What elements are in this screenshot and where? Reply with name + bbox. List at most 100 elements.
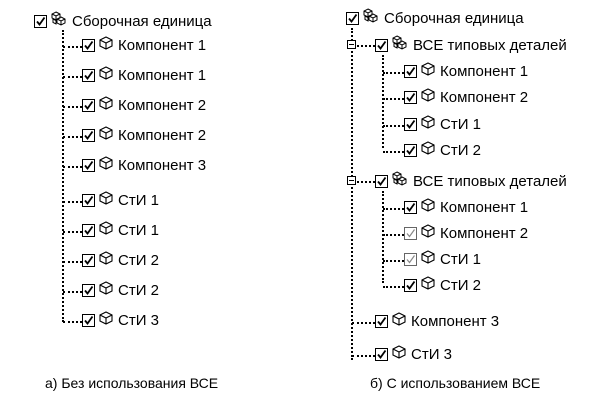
tree-line	[383, 125, 404, 127]
part-cube-icon	[99, 155, 113, 175]
part-node[interactable]: Компонент 3	[82, 155, 206, 175]
node-label: Компонент 1	[118, 36, 207, 54]
tree-line	[382, 55, 384, 148]
node-label: Сборочная единица	[384, 9, 524, 27]
tree-line	[383, 98, 404, 100]
assembly-cubes-icon	[363, 7, 379, 29]
checkbox[interactable]	[82, 283, 95, 297]
checkbox[interactable]	[375, 38, 388, 52]
assembly-node[interactable]: Сборочная единица	[346, 7, 524, 29]
assembly-cubes-icon	[392, 34, 408, 56]
node-label: СтИ 2	[440, 141, 481, 159]
checkbox[interactable]	[82, 158, 95, 172]
part-cube-icon	[99, 35, 113, 55]
part-node[interactable]: Компонент 2	[404, 223, 528, 243]
part-node[interactable]: СтИ 2	[404, 140, 481, 160]
part-cube-icon	[99, 190, 113, 210]
node-label: СтИ 1	[118, 191, 159, 209]
part-node[interactable]: Компонент 1	[82, 35, 206, 55]
assembly-node[interactable]: ВСЕ типовых деталей	[375, 34, 567, 56]
checkbox[interactable]	[404, 226, 417, 240]
node-label: СтИ 1	[440, 115, 481, 133]
assembly-node[interactable]: Сборочная единица	[34, 10, 212, 32]
part-cube-icon	[99, 95, 113, 115]
checkbox[interactable]	[404, 64, 417, 78]
checkbox[interactable]	[346, 11, 359, 25]
checkbox[interactable]	[82, 68, 95, 82]
part-node[interactable]: СтИ 1	[82, 190, 159, 210]
part-cube-icon	[421, 114, 435, 134]
node-label: СтИ 3	[118, 311, 159, 329]
checkbox[interactable]	[82, 253, 95, 267]
part-cube-icon	[421, 87, 435, 107]
checkbox[interactable]	[82, 128, 95, 142]
part-node[interactable]: СтИ 2	[404, 275, 481, 295]
tree-line	[63, 76, 82, 78]
checkbox[interactable]	[82, 38, 95, 52]
tree-line	[63, 291, 82, 293]
node-label: СтИ 1	[118, 221, 159, 239]
tree-line	[352, 355, 375, 357]
part-node[interactable]: Компонент 2	[82, 125, 206, 145]
node-label: СтИ 2	[440, 276, 481, 294]
part-node[interactable]: СтИ 1	[82, 220, 159, 240]
tree-line	[383, 208, 404, 210]
part-node[interactable]: СтИ 2	[82, 250, 159, 270]
part-node[interactable]: Компонент 1	[404, 197, 528, 217]
tree-line	[351, 28, 353, 360]
node-label: Компонент 1	[440, 62, 529, 80]
part-node[interactable]: СтИ 1	[404, 114, 481, 134]
node-label: Компонент 1	[118, 66, 207, 84]
checkbox[interactable]	[375, 174, 388, 188]
checkbox[interactable]	[404, 143, 417, 157]
tree-line	[382, 191, 384, 283]
node-label: ВСЕ типовых деталей	[413, 172, 567, 190]
part-cube-icon	[392, 344, 406, 364]
collapse-minus-icon[interactable]	[347, 176, 356, 185]
tree-line	[62, 30, 64, 322]
part-node[interactable]: СтИ 1	[404, 249, 481, 269]
part-node[interactable]: СтИ 3	[82, 310, 159, 330]
caption-right: б) С использованием ВСЕ	[370, 375, 541, 391]
tree-line	[357, 181, 375, 183]
checkbox[interactable]	[82, 98, 95, 112]
part-node[interactable]: Компонент 2	[82, 95, 206, 115]
checkbox[interactable]	[404, 90, 417, 104]
checkbox[interactable]	[375, 347, 388, 361]
checkbox[interactable]	[82, 313, 95, 327]
part-node[interactable]: Компонент 2	[404, 87, 528, 107]
tree-line	[383, 72, 404, 74]
node-label: СтИ 2	[118, 281, 159, 299]
part-cube-icon	[99, 65, 113, 85]
checkbox[interactable]	[34, 14, 47, 28]
tree-line	[63, 106, 82, 108]
node-label: СтИ 2	[118, 251, 159, 269]
part-node[interactable]: Компонент 1	[82, 65, 206, 85]
part-node[interactable]: СтИ 2	[82, 280, 159, 300]
node-label: ВСЕ типовых деталей	[413, 36, 567, 54]
checkbox[interactable]	[404, 200, 417, 214]
part-node[interactable]: Компонент 1	[404, 61, 528, 81]
checkbox[interactable]	[404, 117, 417, 131]
collapse-minus-icon[interactable]	[347, 40, 356, 49]
tree-line	[63, 136, 82, 138]
assembly-cubes-icon	[51, 10, 67, 32]
part-node[interactable]: СтИ 3	[375, 344, 452, 364]
part-cube-icon	[421, 223, 435, 243]
part-cube-icon	[421, 275, 435, 295]
checkbox[interactable]	[82, 193, 95, 207]
node-label: Компонент 2	[440, 88, 529, 106]
checkbox[interactable]	[375, 314, 388, 328]
tree-line	[383, 234, 404, 236]
node-label: СтИ 3	[411, 345, 452, 363]
part-node[interactable]: Компонент 3	[375, 311, 499, 331]
tree-line	[383, 260, 404, 262]
part-cube-icon	[421, 61, 435, 81]
tree-line	[63, 231, 82, 233]
part-cube-icon	[99, 220, 113, 240]
assembly-node[interactable]: ВСЕ типовых деталей	[375, 170, 567, 191]
checkbox[interactable]	[404, 252, 417, 266]
part-cube-icon	[99, 250, 113, 270]
checkbox[interactable]	[404, 278, 417, 292]
checkbox[interactable]	[82, 223, 95, 237]
